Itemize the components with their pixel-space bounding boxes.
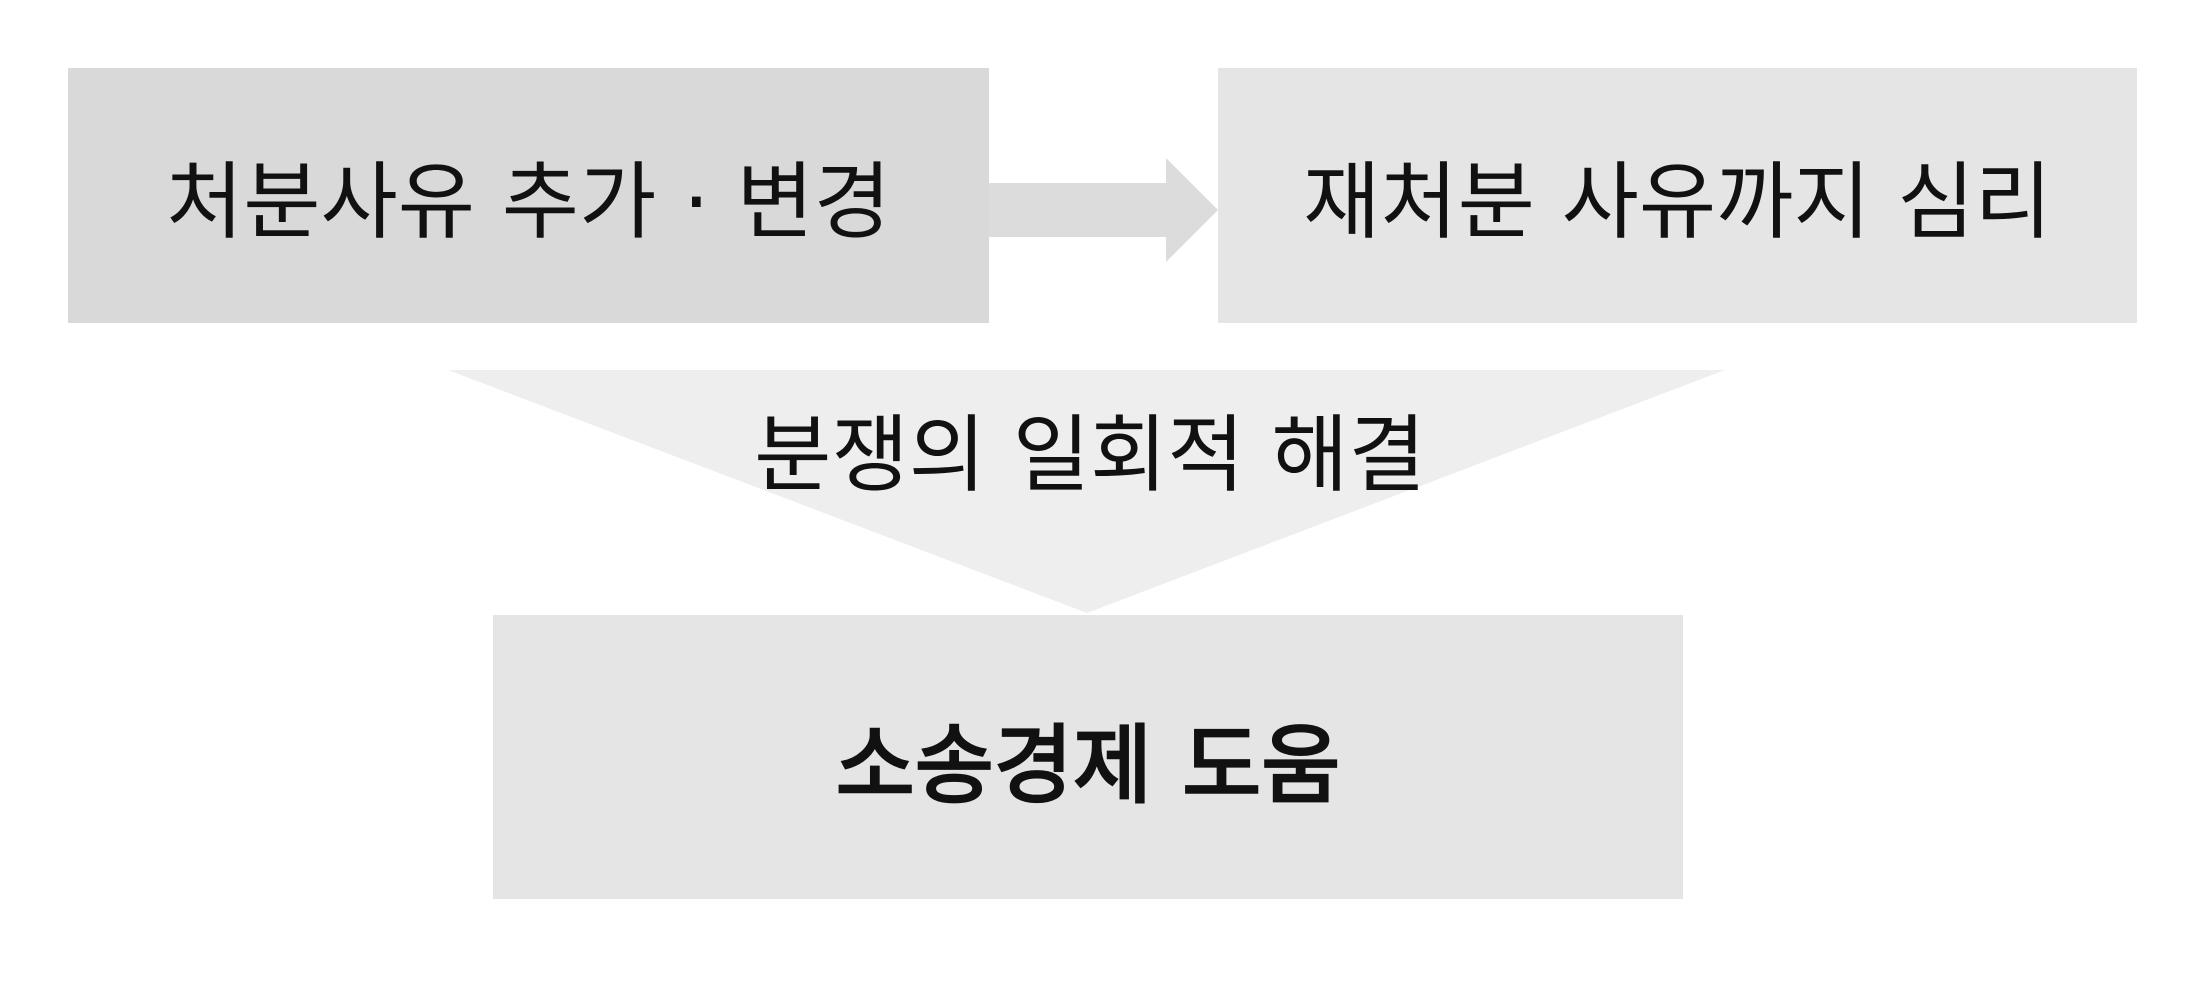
left-box-label: 처분사유 추가 · 변경: [165, 153, 892, 251]
bottom-box: 소송경제 도움: [493, 615, 1683, 899]
right-box: 재처분 사유까지 심리: [1218, 68, 2137, 323]
right-box-label: 재처분 사유까지 심리: [1303, 153, 2052, 251]
bottom-box-label: 소송경제 도움: [835, 715, 1341, 816]
funnel-triangle: [448, 370, 1725, 613]
left-box: 처분사유 추가 · 변경: [68, 68, 989, 323]
funnel-label: 분쟁의 일회적 해결: [754, 406, 1426, 504]
right-arrow-shape: [987, 158, 1218, 262]
